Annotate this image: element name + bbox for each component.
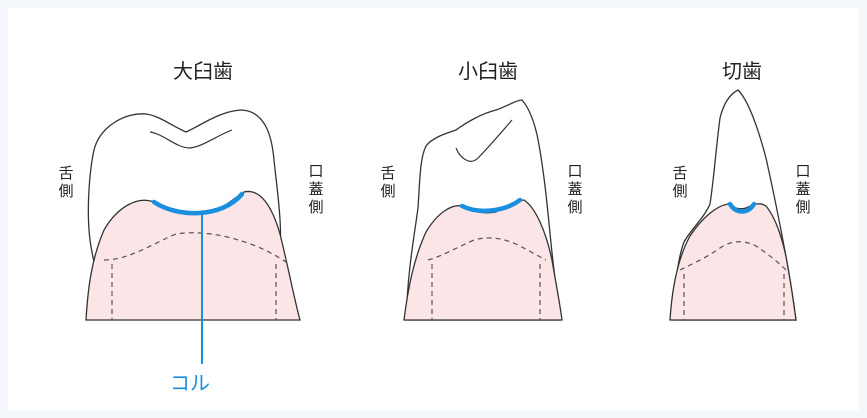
- incisor-palatal-char-2: 蓋: [795, 180, 810, 198]
- incisor-palatal-char-1: 口: [795, 162, 810, 180]
- incisor-lingual-char-1: 舌: [672, 164, 687, 182]
- teeth-diagram: 大臼歯 舌 側 口 蓋 側 コル 小臼歯 舌 側 口 蓋 側: [8, 8, 859, 410]
- diagram-canvas: 大臼歯 舌 側 口 蓋 側 コル 小臼歯 舌 側 口 蓋 側: [8, 8, 859, 410]
- premolar-lingual-char-1: 舌: [380, 164, 395, 182]
- premolar-palatal-char-1: 口: [567, 162, 582, 180]
- incisor-palatal-char-3: 側: [795, 198, 810, 216]
- molar-title: 大臼歯: [173, 59, 233, 83]
- premolar-lingual-char-2: 側: [380, 182, 395, 200]
- incisor-group: 切歯 舌 側 口 蓋 側: [670, 59, 811, 320]
- premolar-palatal-char-3: 側: [567, 198, 582, 216]
- incisor-lingual-char-2: 側: [672, 182, 687, 200]
- molar-palatal-char-1: 口: [308, 162, 323, 180]
- molar-lingual-char-2: 側: [58, 182, 73, 200]
- molar-palatal-char-3: 側: [308, 198, 323, 216]
- molar-lingual-char-1: 舌: [58, 164, 73, 182]
- premolar-title: 小臼歯: [458, 59, 518, 83]
- col-label: コル: [170, 371, 210, 395]
- molar-group: 大臼歯 舌 側 口 蓋 側 コル: [58, 59, 323, 395]
- incisor-title: 切歯: [722, 59, 762, 83]
- molar-palatal-char-2: 蓋: [308, 180, 323, 198]
- premolar-palatal-char-2: 蓋: [567, 180, 582, 198]
- premolar-group: 小臼歯 舌 側 口 蓋 側: [380, 59, 582, 320]
